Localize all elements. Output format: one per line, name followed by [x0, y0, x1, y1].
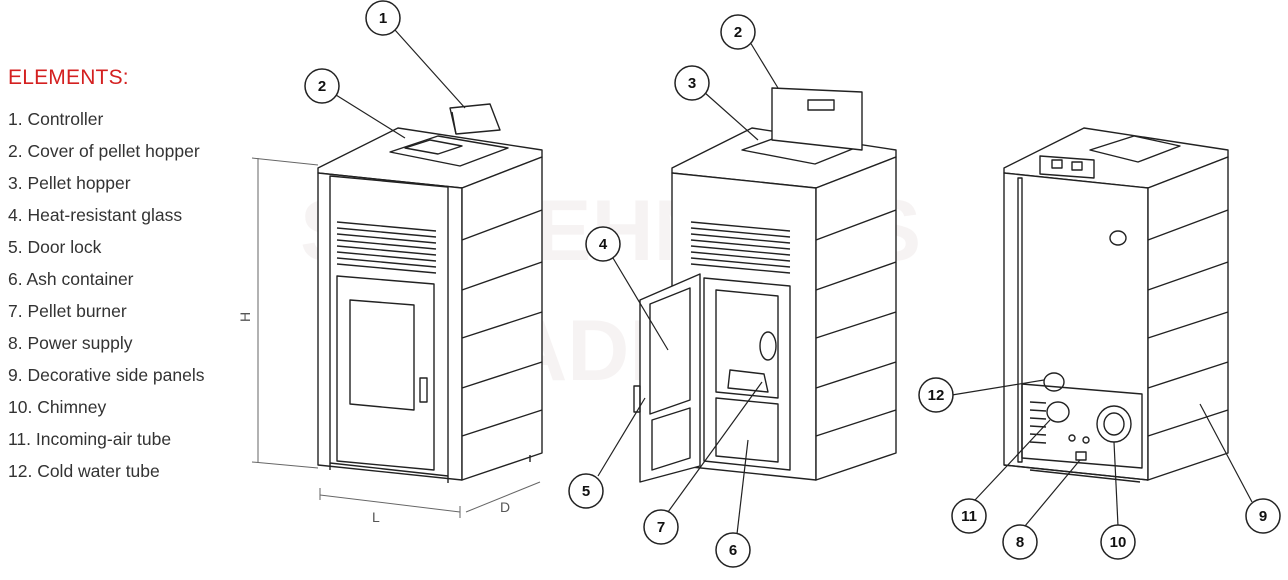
- legend-item-hopper-cover: 2. Cover of pellet hopper: [8, 141, 200, 161]
- callout-9-back: 9: [1199, 403, 1281, 534]
- callout-number: 2: [318, 78, 326, 95]
- stove-front-view: [317, 103, 543, 483]
- callout-number: 9: [1259, 508, 1267, 525]
- callout-3-open: 3: [674, 65, 759, 141]
- callout-number: 11: [961, 508, 977, 525]
- callout-number: 10: [1110, 534, 1127, 551]
- dimension-lines: [251, 157, 541, 518]
- callout-5-open: 5: [568, 397, 646, 509]
- dimension-depth-label: D: [500, 499, 510, 515]
- callout-2-front: 2: [304, 68, 406, 139]
- stove-open-view: [633, 87, 897, 483]
- callout-11-back: 11: [951, 419, 1051, 534]
- callout-4-open: 4: [585, 226, 669, 351]
- callout-number: 1: [379, 10, 387, 27]
- legend-item-power-supply: 8. Power supply: [8, 333, 133, 353]
- legend-item-pellet-hopper: 3. Pellet hopper: [8, 173, 131, 193]
- dimension-height-label: H: [237, 312, 253, 322]
- callout-number: 6: [729, 542, 737, 559]
- legend-item-water-tube: 12. Cold water tube: [8, 461, 160, 481]
- callout-2-open: 2: [720, 14, 779, 89]
- callout-number: 8: [1016, 534, 1024, 551]
- elements-legend: ELEMENTS: 1. Controller 2. Cover of pell…: [8, 66, 238, 487]
- legend-list: 1. Controller 2. Cover of pellet hopper …: [8, 103, 238, 487]
- callout-number: 3: [688, 75, 696, 92]
- callout-number: 4: [599, 236, 608, 253]
- legend-item-air-tube: 11. Incoming-air tube: [8, 429, 172, 449]
- legend-item-glass: 4. Heat-resistant glass: [8, 205, 183, 225]
- callout-7-open: 7: [643, 381, 763, 545]
- callout-number: 2: [734, 24, 742, 41]
- legend-item-chimney: 10. Chimney: [8, 397, 107, 417]
- callout-number: 12: [928, 387, 945, 404]
- legend-item-door-lock: 5. Door lock: [8, 237, 102, 257]
- callout-8-back: 8: [1002, 459, 1081, 560]
- legend-title: ELEMENTS:: [8, 66, 129, 89]
- legend-item-controller: 1. Controller: [8, 109, 104, 129]
- callout-10-back: 10: [1100, 441, 1136, 560]
- callout-1-front: 1: [365, 0, 466, 109]
- callout-number: 7: [657, 519, 665, 536]
- callout-6-open: 6: [715, 439, 751, 568]
- callout-number: 5: [582, 483, 590, 500]
- dimension-length-label: L: [372, 509, 380, 525]
- legend-item-pellet-burner: 7. Pellet burner: [8, 301, 127, 321]
- legend-item-side-panels: 9. Decorative side panels: [8, 365, 205, 385]
- stove-back-view: [1003, 127, 1229, 483]
- callout-12-back: 12: [918, 377, 1045, 413]
- legend-item-ash-container: 6. Ash container: [8, 269, 134, 289]
